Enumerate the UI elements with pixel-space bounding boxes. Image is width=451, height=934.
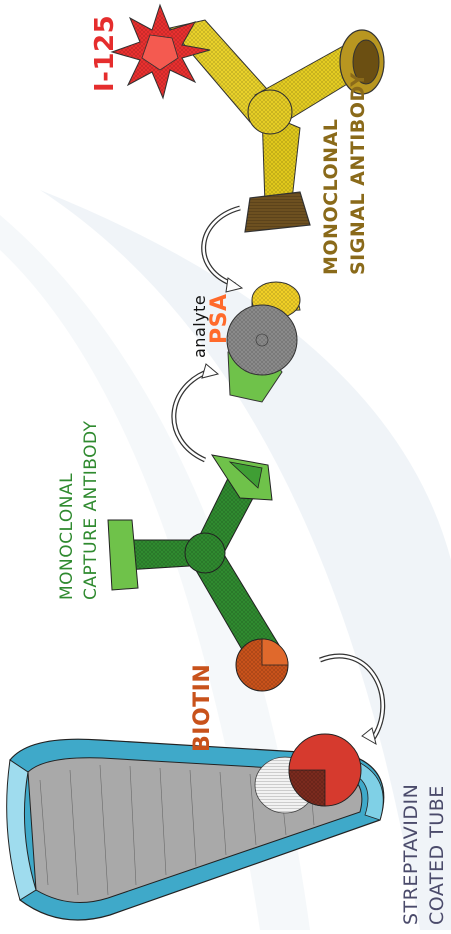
capture-antibody-line-1: MONOCLONAL [55, 420, 79, 600]
signal-antibody-label: MONOCLONAL SIGNAL ANTIBODY [318, 72, 372, 275]
analyte-name: PSA [210, 294, 230, 345]
isotope-text: I-125 [90, 15, 120, 92]
isotope-star [112, 5, 210, 98]
arrow-analyte-to-capture [174, 364, 218, 460]
isotope-label: I-125 [90, 15, 120, 92]
tube-line-1: STREPTAVIDIN [398, 784, 424, 925]
capture-antibody-label: MONOCLONAL CAPTURE ANTIBODY [55, 420, 103, 600]
tube-line-2: COATED TUBE [424, 784, 450, 925]
signal-antibody-line-1: MONOCLONAL [318, 72, 345, 275]
signal-antibody-line-2: SIGNAL ANTIBODY [345, 72, 372, 275]
capture-antibody-line-2: CAPTURE ANTIBODY [79, 420, 103, 600]
streptavidin-sphere [289, 734, 361, 806]
analyte-label: analyte PSA [190, 294, 230, 359]
biotin-text: BIOTIN [190, 664, 215, 752]
tube-label: STREPTAVIDIN COATED TUBE [398, 784, 450, 925]
biotin-sphere [236, 639, 288, 691]
biotin-label: BIOTIN [190, 664, 215, 752]
